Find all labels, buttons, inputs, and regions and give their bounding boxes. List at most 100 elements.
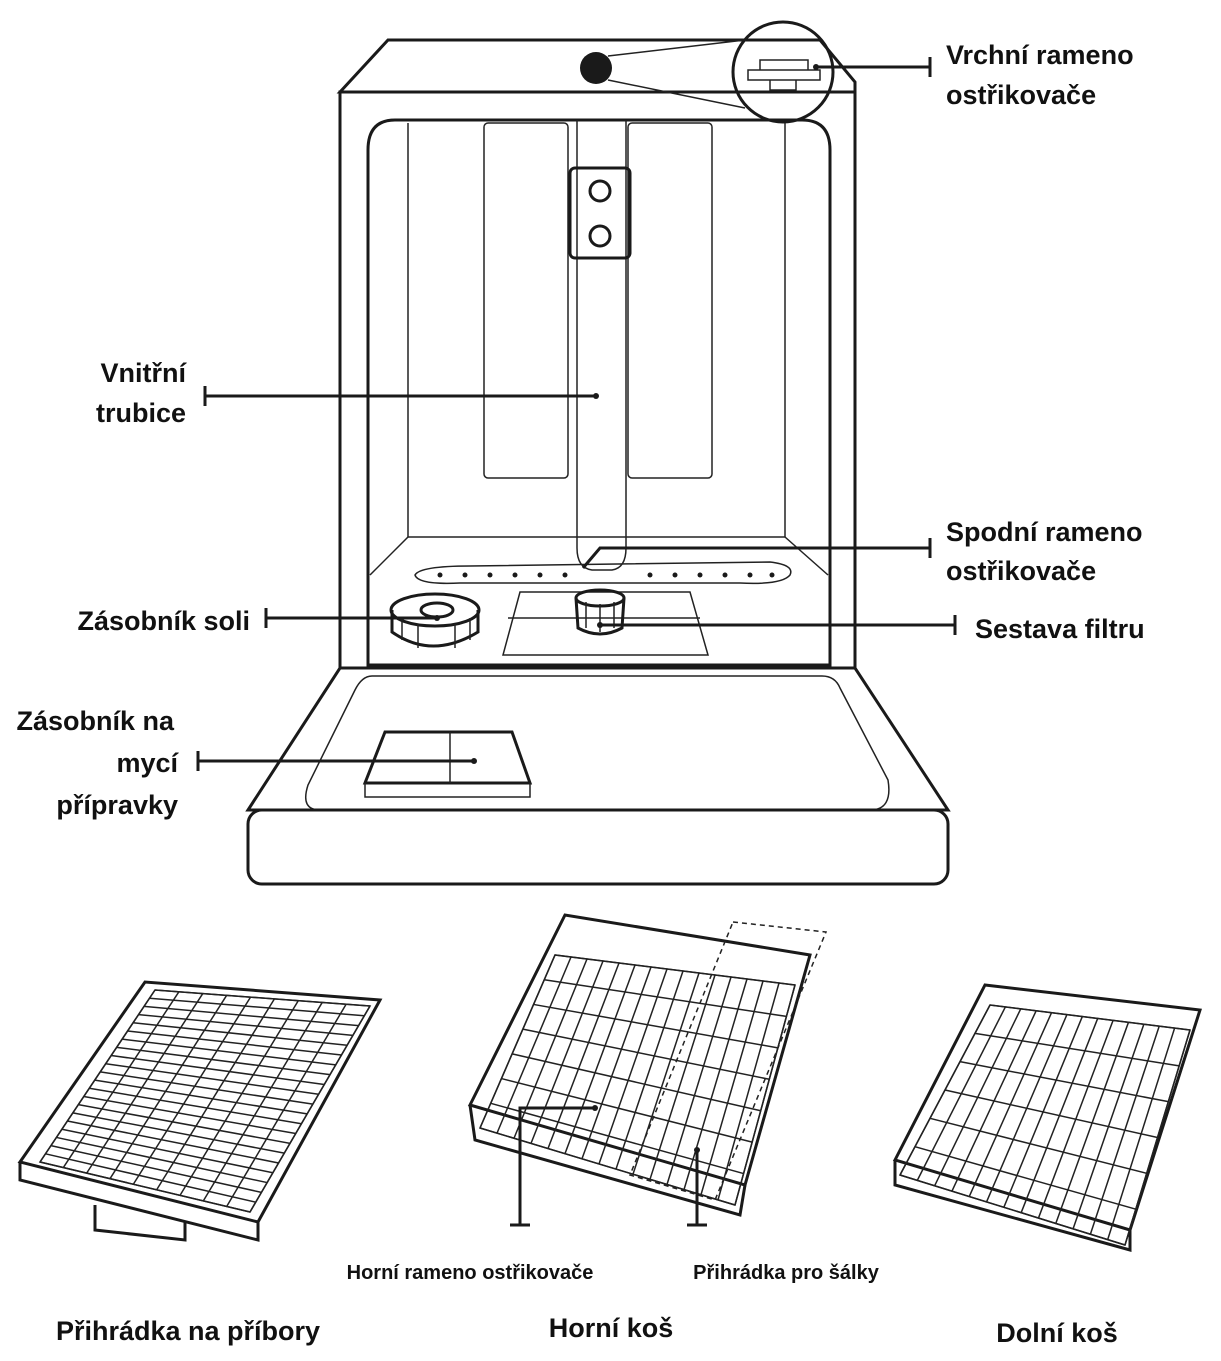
wire-stroke (56, 1136, 268, 1184)
wire-stroke (61, 1128, 274, 1174)
wire-stroke (138, 1013, 353, 1037)
spray-hole (697, 572, 703, 578)
wire-stroke (202, 1002, 323, 1202)
spray-hole (747, 572, 753, 578)
wire-stroke (122, 1038, 336, 1066)
wire-stroke (974, 1032, 1180, 1067)
wire-stroke (496, 956, 572, 1134)
salt-container-cap (390, 610, 480, 648)
wire-stroke (249, 1005, 371, 1213)
label-detergent-line1: Zásobník na (16, 706, 175, 736)
wire-stroke (133, 1022, 348, 1046)
wire-stroke (700, 980, 764, 1195)
label-lower-spray-arm-line2: ostřikovače (946, 556, 1096, 586)
wire-stroke (649, 974, 716, 1180)
salt-container-top (389, 592, 481, 628)
wire-stroke (959, 1060, 1169, 1103)
label-detergent-line3: přípravky (56, 790, 178, 820)
wire-stroke (109, 994, 228, 1180)
label-salt-container: Zásobník soli (77, 606, 250, 636)
wall-channel-right (627, 122, 713, 479)
wire-stroke (154, 989, 371, 1007)
wire-stroke (479, 1127, 736, 1206)
wall-channel-left (483, 122, 569, 479)
wire-stroke (94, 1079, 308, 1115)
wire-stroke (72, 1112, 285, 1154)
label-top-spray-arm-line2: ostřikovače (946, 80, 1096, 110)
caption-upper-basket: Horní koš (549, 1313, 674, 1343)
wire-stroke (564, 964, 636, 1154)
spray-hole (562, 572, 568, 578)
top-spray-arm-zoom (731, 20, 835, 124)
tub-back-wall (407, 123, 786, 538)
tub-outline (366, 118, 832, 667)
wire-stroke (513, 958, 588, 1139)
wire-stroke (632, 972, 700, 1175)
spray-hole (672, 572, 678, 578)
label-detergent-line2: mycí (116, 748, 179, 778)
wire-stroke (45, 1153, 256, 1203)
wire-stroke (547, 962, 620, 1149)
label-top-spray-arm-line1: Vrchní rameno (946, 40, 1134, 70)
wire-stroke (899, 1174, 1126, 1246)
tub-floor-left (369, 536, 409, 576)
wire-stroke (111, 1054, 325, 1086)
spray-hole (512, 572, 518, 578)
wire-stroke (530, 960, 604, 1144)
wire-stroke (615, 970, 684, 1170)
wire-stroke (734, 984, 796, 1206)
tube-nozzle-lower (588, 224, 612, 248)
salt-cap-ridges (401, 618, 471, 648)
upper-basket-illustration (467, 913, 828, 1227)
wire-stroke (62, 991, 180, 1168)
lower-spray-arm (414, 561, 792, 585)
spray-hole (722, 572, 728, 578)
door-front-edge (246, 808, 950, 886)
wire-stroke (479, 954, 556, 1129)
wire-stroke (156, 998, 276, 1191)
label-cup-shelf: Přihrádka pro šálky (693, 1262, 880, 1284)
wire-stroke (666, 976, 732, 1185)
wire-stroke (929, 1117, 1147, 1175)
top-spray-arm-detail (747, 59, 821, 91)
label-inner-tube-line1: Vnitřní (101, 358, 188, 388)
wire-stroke (116, 1046, 331, 1076)
wire-stroke (149, 997, 365, 1017)
spray-hole (462, 572, 468, 578)
filter-cup (574, 597, 626, 636)
spray-hole (647, 572, 653, 578)
wire-stroke (179, 1000, 299, 1196)
wire-stroke (100, 1071, 313, 1105)
wire-stroke (944, 1089, 1158, 1139)
spray-hole (437, 572, 443, 578)
spray-hole (537, 572, 543, 578)
callout-cone (607, 39, 746, 109)
wire-stroke (989, 1004, 1191, 1031)
inner-tube (576, 120, 627, 571)
caption-lower-basket: Dolní koš (996, 1318, 1118, 1348)
detergent-dispenser (362, 730, 533, 785)
wire-stroke (501, 1077, 753, 1143)
salt-container-hole (419, 601, 455, 619)
wire-stroke (683, 978, 748, 1190)
wire-stroke (39, 989, 156, 1163)
wire-stroke (544, 978, 787, 1018)
wire-stroke (50, 1144, 262, 1194)
labels: Vrchní rameno ostřikovače Vnitřní trubic… (16, 40, 1144, 1348)
label-upper-spray-arm: Horní rameno ostřikovače (347, 1262, 594, 1284)
callout-dot (580, 52, 612, 84)
wire-stroke (598, 968, 668, 1165)
spray-hole (487, 572, 493, 578)
spray-arm-holes (437, 572, 775, 578)
wire-stroke (554, 954, 796, 986)
label-inner-tube-line2: trubice (96, 398, 186, 428)
door-panel (245, 666, 951, 812)
cutlery-tray-illustration (17, 980, 383, 1242)
leader-lines (196, 57, 957, 771)
spray-hole (769, 572, 775, 578)
wire-stroke (132, 996, 252, 1185)
label-lower-spray-arm-line1: Spodní rameno (946, 517, 1143, 547)
wire-stroke (522, 1028, 770, 1081)
wire-stroke (83, 1095, 296, 1135)
